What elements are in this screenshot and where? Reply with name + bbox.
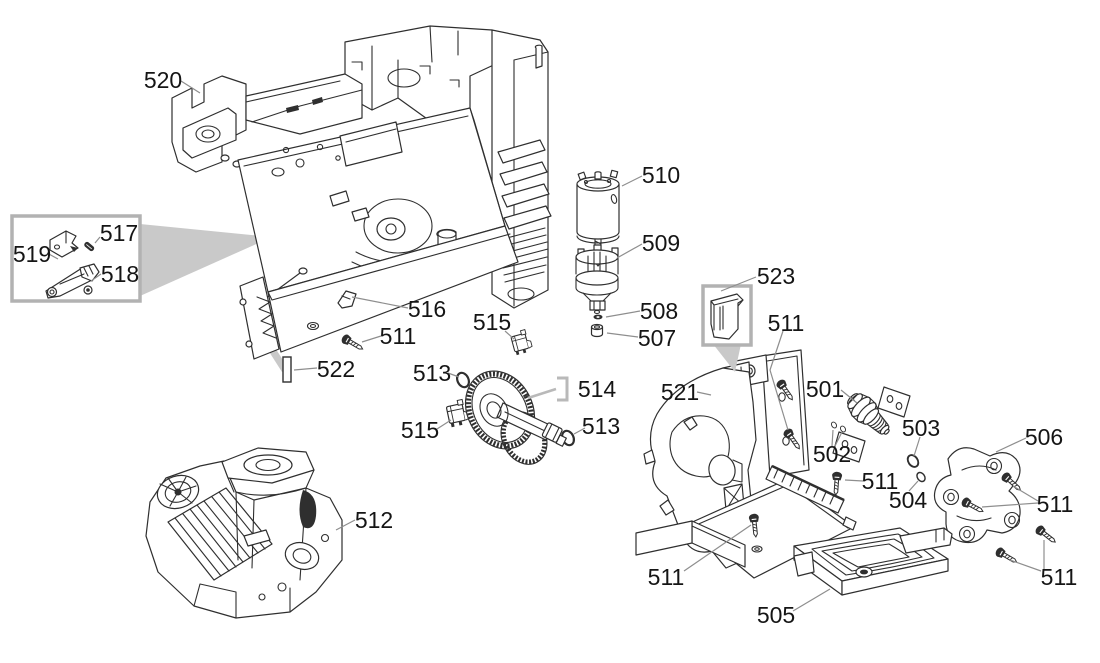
- part-label-501: 501: [806, 376, 844, 402]
- part-label-504: 504: [889, 487, 928, 513]
- part-520-main-chassis: [171, 25, 552, 360]
- part-505-drip-tray: [793, 527, 953, 596]
- part-519-bracket: [49, 230, 79, 258]
- part-507-nut: [590, 323, 604, 338]
- part-517-pin: [84, 241, 95, 252]
- inset-box-523: [701, 284, 753, 372]
- part-506-bracket-plate: [933, 447, 1021, 544]
- part-label-502: 502: [813, 441, 851, 467]
- part-label-510: 510: [642, 162, 680, 188]
- part-label-511-c: 511: [1037, 491, 1074, 517]
- part-label-503: 503: [902, 415, 940, 441]
- part-515-microswitch-upper: [509, 328, 534, 356]
- part-label-513-right: 513: [582, 413, 620, 439]
- part-label-515-lower: 515: [401, 417, 439, 443]
- part-label-515-upper: 515: [473, 309, 511, 335]
- part-label-514: 514: [578, 376, 617, 402]
- part-labels: 520 517 519 518 516 515 511 522 513 514 …: [13, 67, 1078, 628]
- part-label-507: 507: [638, 325, 676, 351]
- part-509-coupler: [575, 244, 619, 315]
- part-label-520: 520: [144, 67, 182, 93]
- part-522-flat-bar: [282, 356, 292, 383]
- part-label-511-valve: 511: [862, 468, 899, 494]
- part-label-511-a: 511: [380, 323, 417, 349]
- part-503-oring: [904, 452, 922, 470]
- part-510-motor: [576, 169, 620, 267]
- part-label-513-left: 513: [413, 360, 451, 386]
- part-label-522: 522: [317, 356, 355, 382]
- part-label-516: 516: [408, 296, 446, 322]
- part-label-512: 512: [355, 507, 393, 533]
- part-label-519: 519: [13, 241, 51, 267]
- part-label-508: 508: [640, 298, 678, 324]
- part-label-523: 523: [757, 263, 795, 289]
- part-label-518: 518: [101, 261, 139, 287]
- part-514-gear-assembly: [464, 370, 569, 465]
- part-label-505: 505: [757, 602, 795, 628]
- part-523-clip: [710, 293, 744, 340]
- leader-lines: [46, 80, 1045, 612]
- part-label-511-d: 511: [1041, 564, 1078, 590]
- part-label-509: 509: [642, 230, 680, 256]
- part-label-517: 517: [100, 220, 138, 246]
- inset-box-517-519: [10, 214, 142, 303]
- part-label-506: 506: [1025, 424, 1063, 450]
- part-508-washer: [593, 314, 603, 320]
- part-label-511-e: 511: [648, 564, 685, 590]
- part-label-511-b: 511: [768, 310, 805, 336]
- part-label-521: 521: [661, 379, 699, 405]
- part-512-brew-unit: [145, 447, 343, 619]
- part-516-latch-bracket: [337, 290, 357, 309]
